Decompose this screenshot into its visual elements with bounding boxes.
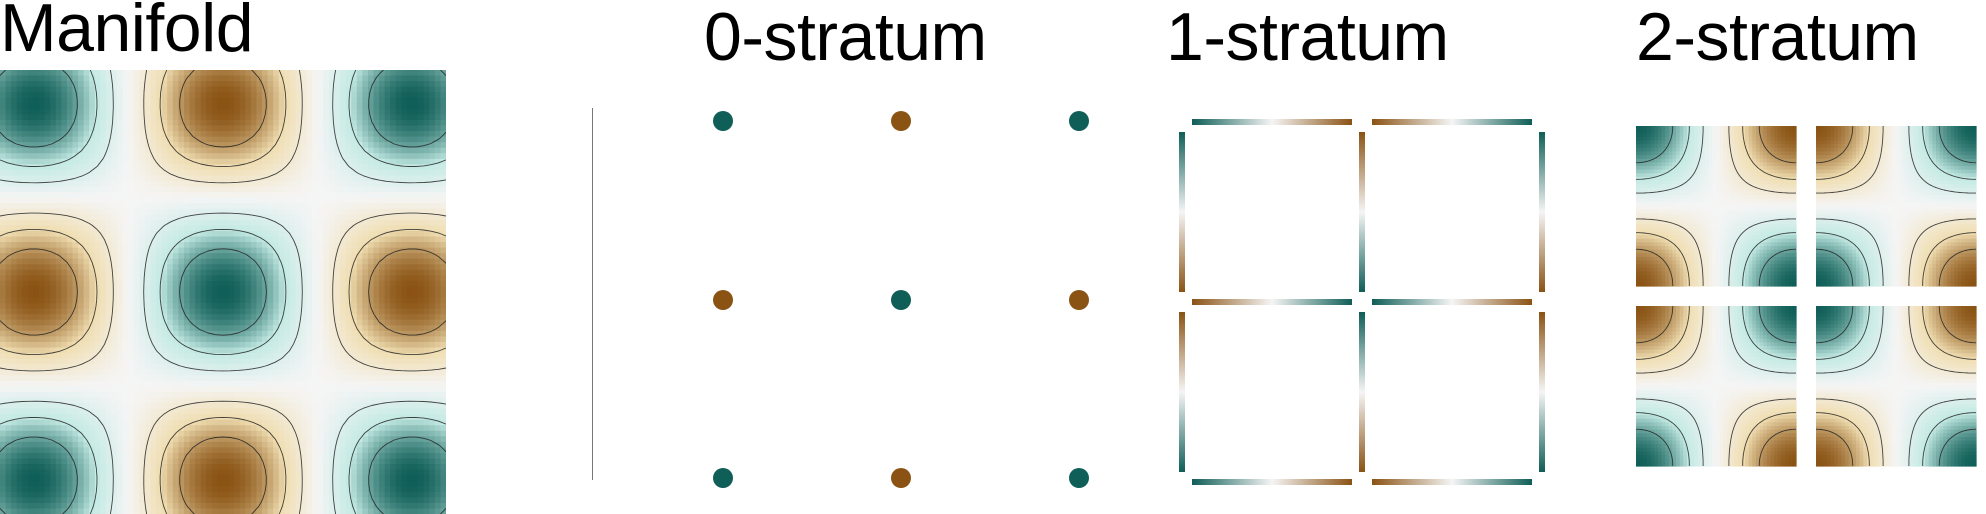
vertex-point-2-2 bbox=[1069, 468, 1089, 488]
panel-divider bbox=[592, 108, 593, 480]
edge-h-0-1 bbox=[1372, 119, 1532, 125]
edge-v-1-0 bbox=[1179, 312, 1185, 472]
edge-v-0-1 bbox=[1359, 132, 1365, 292]
manifold-field-contours bbox=[0, 70, 446, 514]
edge-v-0-2 bbox=[1539, 132, 1545, 292]
face-1-1 bbox=[1816, 306, 1977, 467]
vertex-point-2-0 bbox=[713, 468, 733, 488]
face-0-0-contours bbox=[1636, 126, 1797, 287]
face-0-1 bbox=[1816, 126, 1977, 287]
edge-v-1-1 bbox=[1359, 312, 1365, 472]
vertex-point-0-1 bbox=[891, 111, 911, 131]
zero-stratum-points bbox=[713, 111, 1089, 488]
edge-h-2-1 bbox=[1372, 479, 1532, 485]
one-stratum-title: 1-stratum bbox=[1166, 0, 1449, 75]
zero-stratum-title: 0-stratum bbox=[704, 0, 987, 75]
edge-h-1-0 bbox=[1192, 299, 1352, 305]
two-stratum-title: 2-stratum bbox=[1636, 0, 1919, 75]
one-stratum-edges bbox=[1179, 119, 1545, 485]
vertex-point-0-2 bbox=[1069, 111, 1089, 131]
vertex-point-1-0 bbox=[713, 290, 733, 310]
two-stratum-faces bbox=[1636, 126, 1977, 467]
manifold-field-plot bbox=[0, 70, 446, 514]
face-1-0-contours bbox=[1636, 305, 1797, 467]
edge-v-1-2 bbox=[1539, 312, 1545, 472]
edge-h-2-0 bbox=[1192, 479, 1352, 485]
manifold-field bbox=[0, 70, 446, 514]
vertex-point-2-1 bbox=[891, 468, 911, 488]
manifold-title: Manifold bbox=[0, 0, 254, 66]
vertex-point-0-0 bbox=[713, 111, 733, 131]
face-0-0 bbox=[1636, 126, 1797, 287]
vertex-point-1-2 bbox=[1069, 290, 1089, 310]
edge-v-0-0 bbox=[1179, 132, 1185, 292]
edge-h-0-0 bbox=[1192, 119, 1352, 125]
vertex-point-1-1 bbox=[891, 290, 911, 310]
face-1-0 bbox=[1636, 306, 1797, 467]
face-1-1-contours bbox=[1815, 305, 1977, 467]
edge-h-1-1 bbox=[1372, 299, 1532, 305]
